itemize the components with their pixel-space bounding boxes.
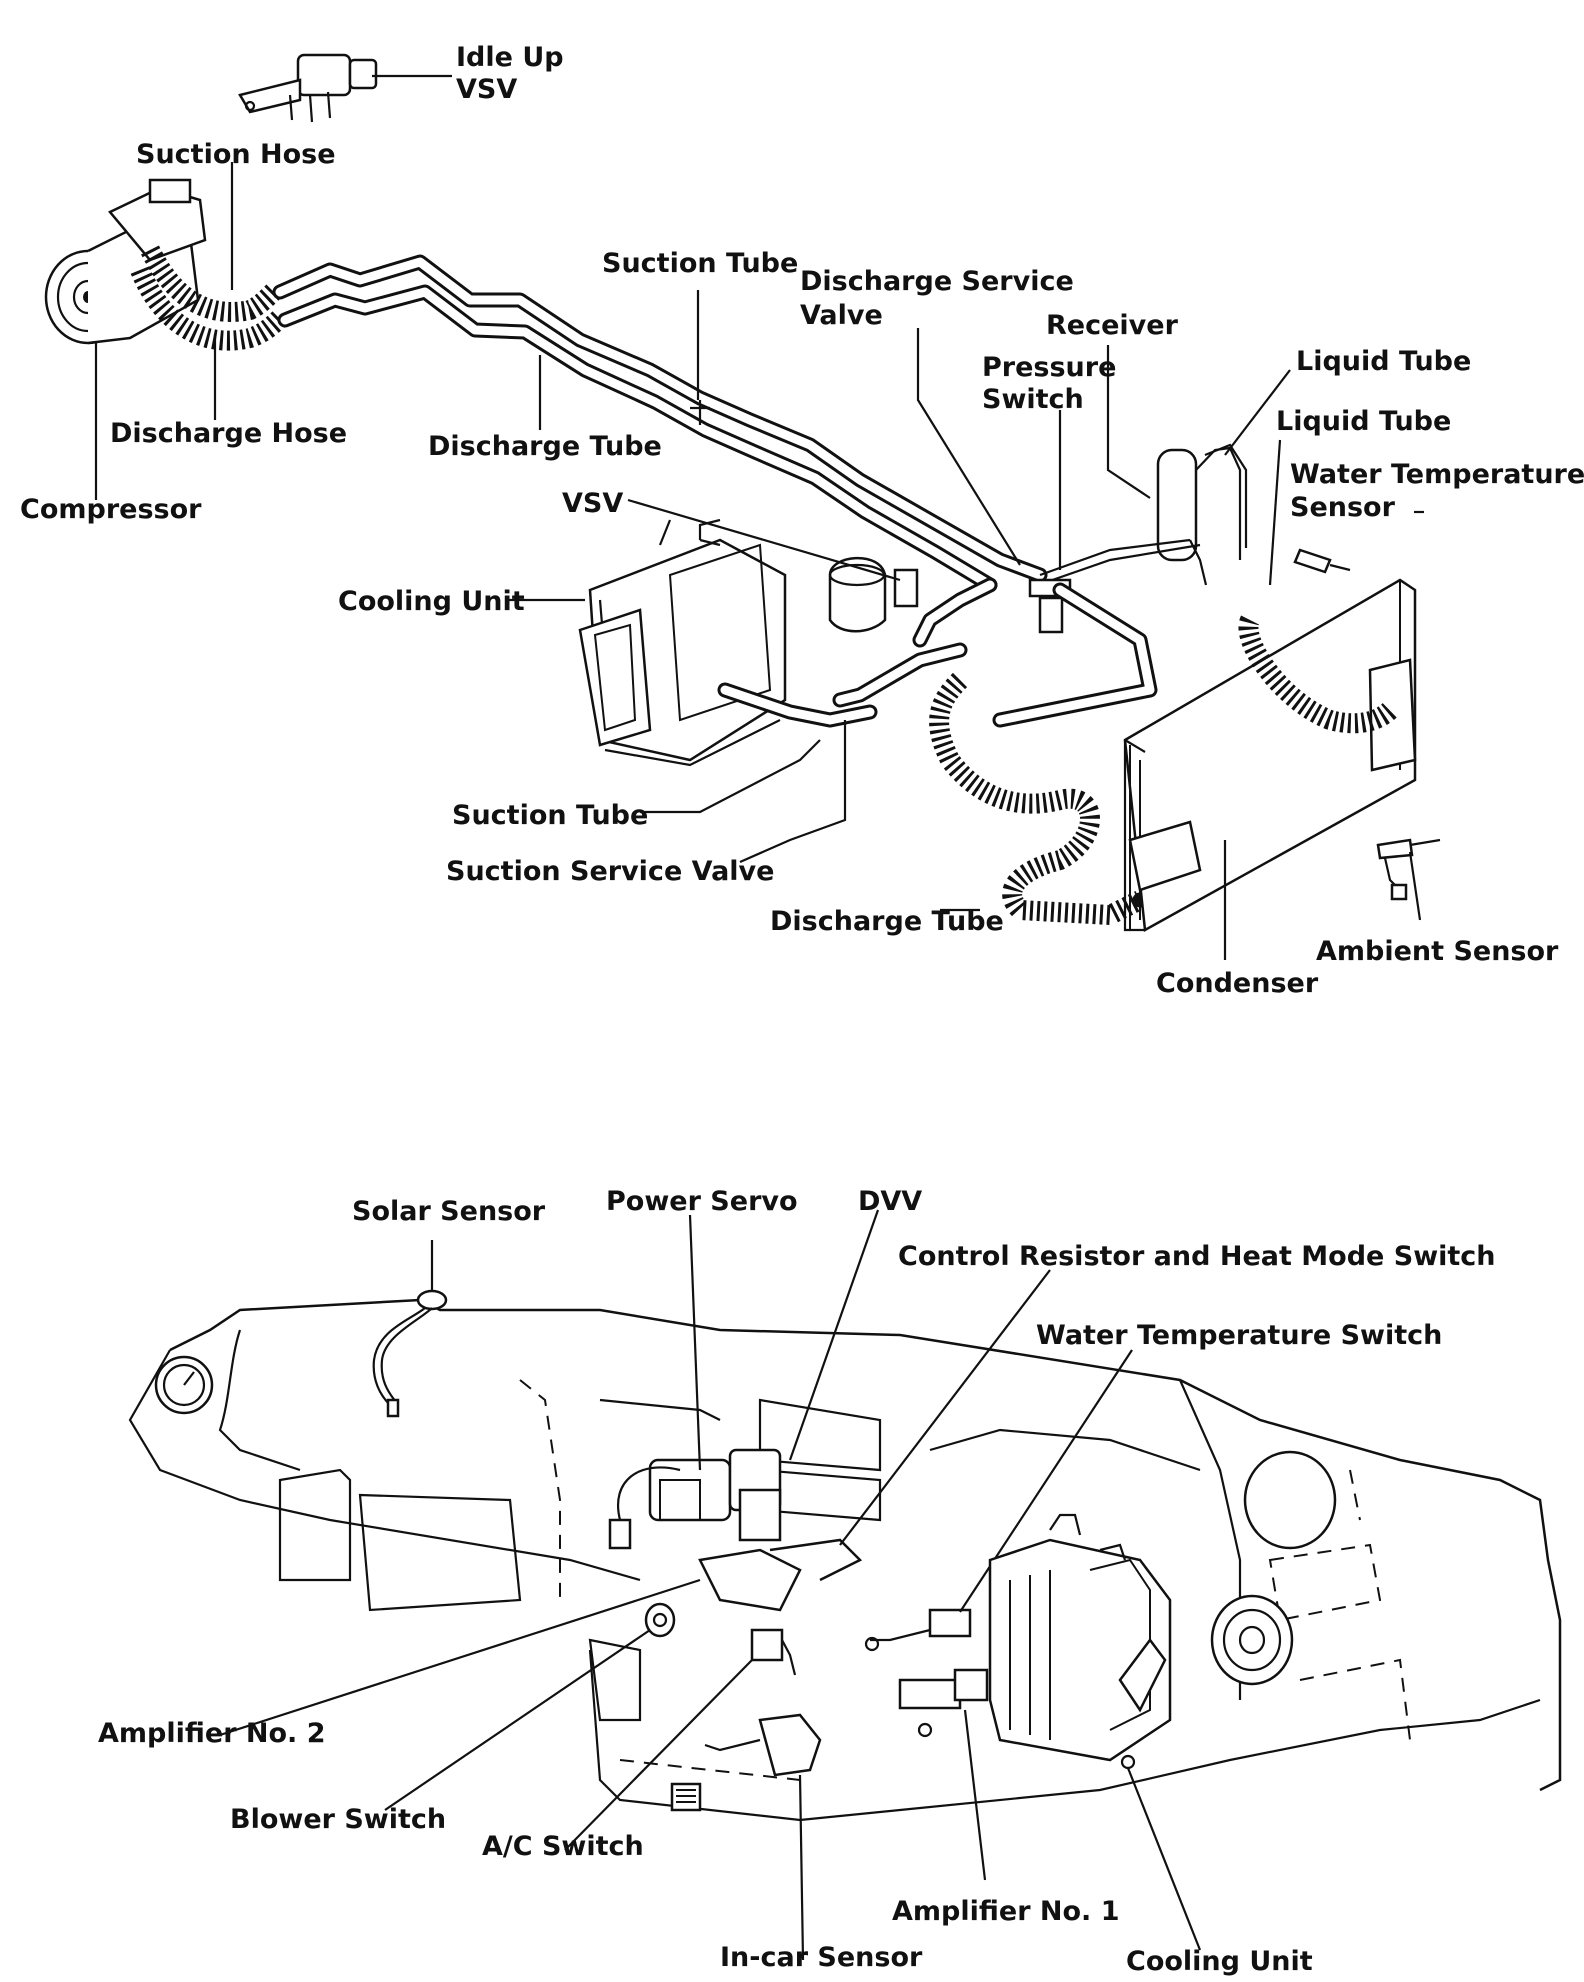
lower-discharge-tube [912, 577, 1168, 926]
label-discharge-tube-top: Discharge Tube [428, 431, 662, 462]
label-discharge-tube-lower: Discharge Tube [770, 906, 1004, 937]
label-cooling-unit-bottom: Cooling Unit [1126, 1946, 1313, 1977]
water-temperature-switch-part [864, 1349, 1133, 1652]
label-pressure-2: Switch [982, 384, 1084, 415]
label-in-car-sensor: In-car Sensor [720, 1942, 923, 1973]
label-power-servo: Power Servo [606, 1186, 798, 1217]
label-blower-switch: Blower Switch [230, 1804, 446, 1835]
label-idle-up: Idle Up [456, 42, 564, 73]
lower-suction-tube [640, 642, 968, 864]
receiver-part [1156, 443, 1248, 586]
refrigerant-circuit-illustration [44, 53, 1441, 960]
top-labels: Idle Up VSV Suction Hose Discharge Hose … [20, 42, 1584, 999]
label-water-temp-sensor-1: Water Temperature [1290, 459, 1584, 490]
label-compressor: Compressor [20, 494, 202, 525]
label-control-resistor: Control Resistor and Heat Mode Switch [898, 1241, 1496, 1272]
amplifier-no1-part [898, 1668, 989, 1881]
cooling-unit-top-part [505, 518, 787, 767]
control-resistor-part [698, 1269, 1051, 1612]
bottom-labels: Solar Sensor Power Servo DVV Control Res… [98, 1186, 1496, 1977]
label-cooling-unit-top: Cooling Unit [338, 586, 525, 617]
label-vsv-line2: VSV [456, 74, 517, 105]
power-servo-part [608, 1214, 782, 1550]
label-ambient-sensor: Ambient Sensor [1316, 936, 1559, 967]
label-dvv: DVV [858, 1186, 922, 1217]
label-water-temp-switch: Water Temperature Switch [1036, 1320, 1442, 1351]
label-condenser: Condenser [1156, 968, 1319, 999]
solar-sensor-part [372, 1240, 448, 1418]
compressor-part [44, 178, 207, 500]
label-discharge-service-valve-1: Discharge Service [800, 266, 1074, 297]
right-speaker [1210, 1450, 1337, 1686]
label-receiver: Receiver [1046, 310, 1179, 341]
label-suction-tube-lower: Suction Tube [452, 800, 648, 831]
label-suction-tube-top: Suction Tube [602, 248, 798, 279]
suction-hose-shape [141, 245, 283, 322]
label-water-temp-sensor-2: Sensor [1290, 492, 1396, 523]
left-gauge [154, 1355, 214, 1415]
label-liquid-tube-2: Liquid Tube [1276, 406, 1451, 437]
label-discharge-hose: Discharge Hose [110, 418, 347, 449]
label-amplifier-no2: Amplifier No. 2 [98, 1718, 326, 1749]
label-amplifier-no1: Amplifier No. 1 [892, 1896, 1120, 1927]
ac-switch-part [564, 1628, 797, 1851]
idle-up-vsv-part [238, 53, 452, 123]
water-temperature-sensor-part [1293, 548, 1351, 574]
label-discharge-service-valve-2: Valve [800, 300, 883, 331]
blower-switch-part [384, 1602, 676, 1811]
condenser-part [1123, 578, 1417, 960]
main-tubes [272, 254, 1048, 593]
in-car-sensor-part [670, 1713, 822, 1961]
label-ac-switch: A/C Switch [482, 1831, 644, 1862]
label-liquid-tube-1: Liquid Tube [1296, 346, 1471, 377]
label-suction-service-valve: Suction Service Valve [446, 856, 774, 887]
label-suction-hose: Suction Hose [136, 139, 336, 170]
discharge-hose-shape [130, 266, 288, 351]
dashboard-illustration [128, 1209, 1562, 1961]
cooling-unit-bottom-part [988, 1513, 1202, 1951]
label-solar-sensor: Solar Sensor [352, 1196, 546, 1227]
label-vsv: VSV [562, 488, 623, 519]
vsv-part [627, 498, 919, 633]
label-pressure-1: Pressure [982, 352, 1116, 383]
ambient-sensor-part [1376, 838, 1441, 921]
